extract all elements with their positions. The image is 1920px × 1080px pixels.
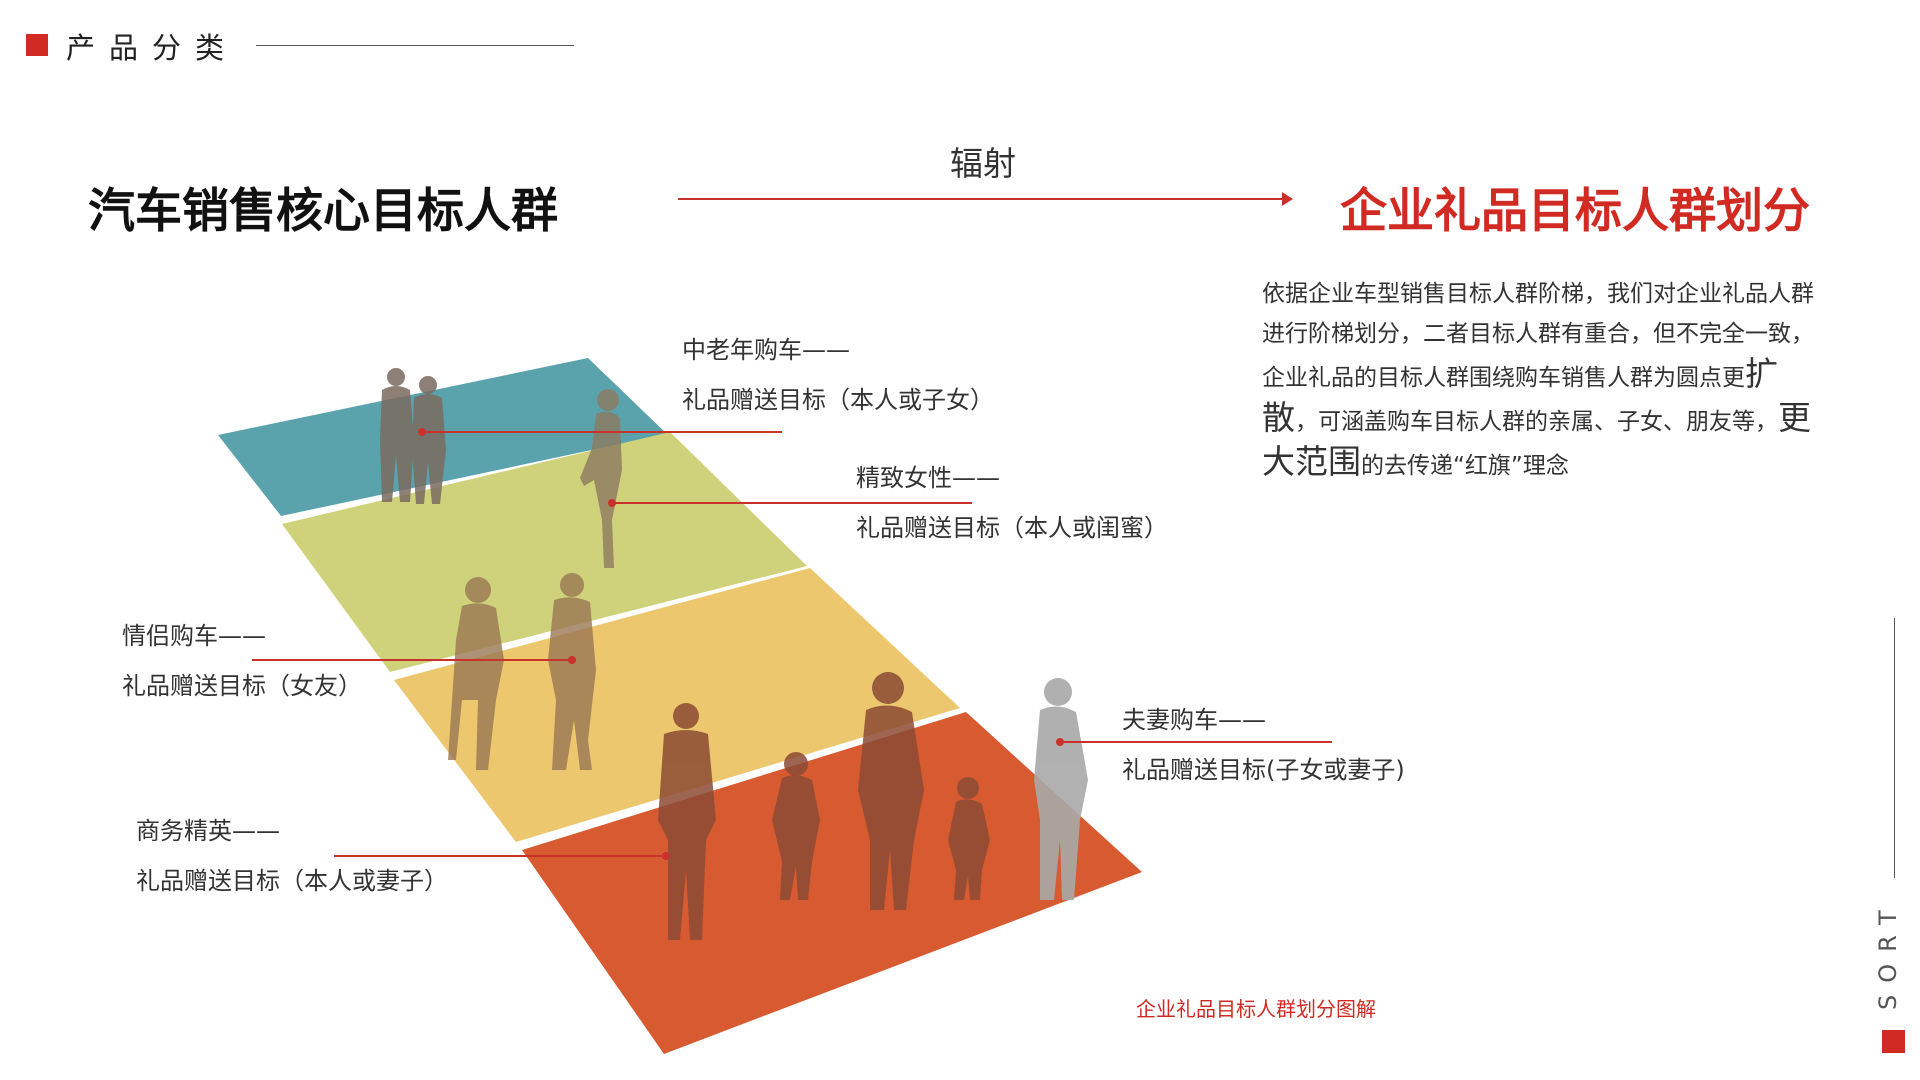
elegant-woman-icon [580,389,622,568]
leader-dots [418,428,1064,860]
tier-elderly-target: 礼品赠送目标（本人或子女） [682,386,994,414]
elderly-couple-icon [380,368,446,504]
tier-family-target: 礼品赠送目标(子女或妻子) [1122,756,1405,784]
left-title: 汽车销售核心目标人群 [88,184,558,239]
tier-business-title: 商务精英—— [136,817,280,845]
tier-business-target: 礼品赠送目标（本人或妻子） [136,867,448,895]
tier-elderly-title: 中老年购车—— [682,336,850,364]
side-divider [1894,618,1895,878]
leader-lines [252,431,1332,857]
side-marker [1882,1030,1905,1053]
right-title: 企业礼品目标人群划分 [1340,184,1810,239]
side-label: SORT [1874,898,1902,1010]
tier-lovers-target: 礼品赠送目标（女友） [122,672,362,700]
emphasis-kuosan: 扩散 [1262,354,1778,437]
tier-women-target: 礼品赠送目标（本人或闺蜜） [856,514,1168,542]
header-marker [26,34,48,56]
family-icon [772,672,990,910]
tier-lime [282,432,807,672]
tier-women-label: 精致女性—— 礼品赠送目标（本人或闺蜜） [856,453,1168,553]
section-title: 产品分类 [66,31,239,65]
header-divider [256,45,574,46]
arrow-head-icon [1282,192,1293,206]
tier-business-label: 商务精英—— 礼品赠送目标（本人或妻子） [136,806,448,906]
arrow-line [678,198,1284,200]
couple-icon [448,573,596,770]
tier-elderly-label: 中老年购车—— 礼品赠送目标（本人或子女） [682,325,994,425]
businessman-icon [658,703,716,940]
tier-orange [522,712,1142,1054]
tier-family-title: 夫妻购车—— [1122,706,1266,734]
arrow-label: 辐射 [950,144,1016,183]
tier-lovers-title: 情侣购车—— [122,622,266,650]
emphasis-range: 更大范围 [1262,398,1811,481]
graphic-caption: 企业礼品目标人群划分图解 [1136,997,1376,1021]
description-text: 依据企业车型销售目标人群阶梯，我们对企业礼品人群进行阶梯划分，二者目标人群有重合… [1262,281,1814,481]
tier-family-label: 夫妻购车—— 礼品赠送目标(子女或妻子) [1122,695,1405,795]
tier-yellow [394,568,960,842]
mother-icon [1034,678,1088,900]
tier-lovers-label: 情侣购车—— 礼品赠送目标（女友） [122,611,362,711]
tier-women-title: 精致女性—— [856,464,1000,492]
